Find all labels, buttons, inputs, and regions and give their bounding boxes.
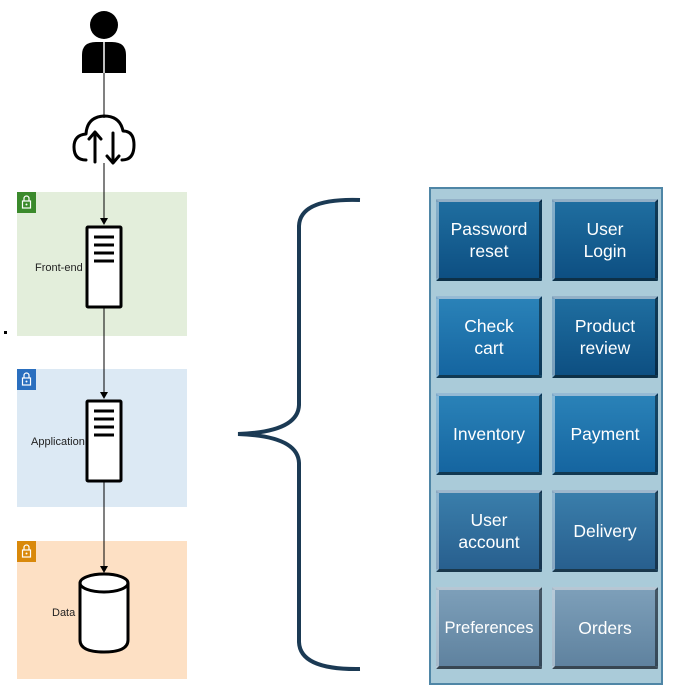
preferences-tile[interactable]: Preferences — [436, 587, 542, 669]
padlock-icon — [17, 369, 36, 390]
padlock-icon — [17, 192, 36, 213]
padlock-icon — [17, 541, 36, 562]
tier-label-application: Application — [31, 436, 85, 448]
payment-tile[interactable]: Payment — [552, 393, 658, 475]
microservices-panel: Password reset User Login Check cart Pro… — [429, 187, 663, 685]
inventory-tile[interactable]: Inventory — [436, 393, 542, 475]
check-cart-tile[interactable]: Check cart — [436, 296, 542, 378]
server-icon — [85, 399, 123, 483]
password-reset-tile[interactable]: Password reset — [436, 199, 542, 281]
orders-tile[interactable]: Orders — [552, 587, 658, 669]
database-icon — [78, 572, 130, 654]
user-account-tile[interactable]: User account — [436, 490, 542, 572]
data-tier: Data — [17, 541, 187, 679]
tier-label-frontend: Front-end — [35, 262, 83, 274]
server-icon — [85, 225, 123, 309]
user-icon — [82, 11, 126, 73]
delivery-tile[interactable]: Delivery — [552, 490, 658, 572]
user-login-tile[interactable]: User Login — [552, 199, 658, 281]
brace-icon — [237, 197, 361, 672]
cloud-sync-icon — [72, 114, 136, 165]
tier-label-data: Data — [52, 607, 76, 619]
stray-dot — [4, 331, 7, 334]
product-review-tile[interactable]: Product review — [552, 296, 658, 378]
